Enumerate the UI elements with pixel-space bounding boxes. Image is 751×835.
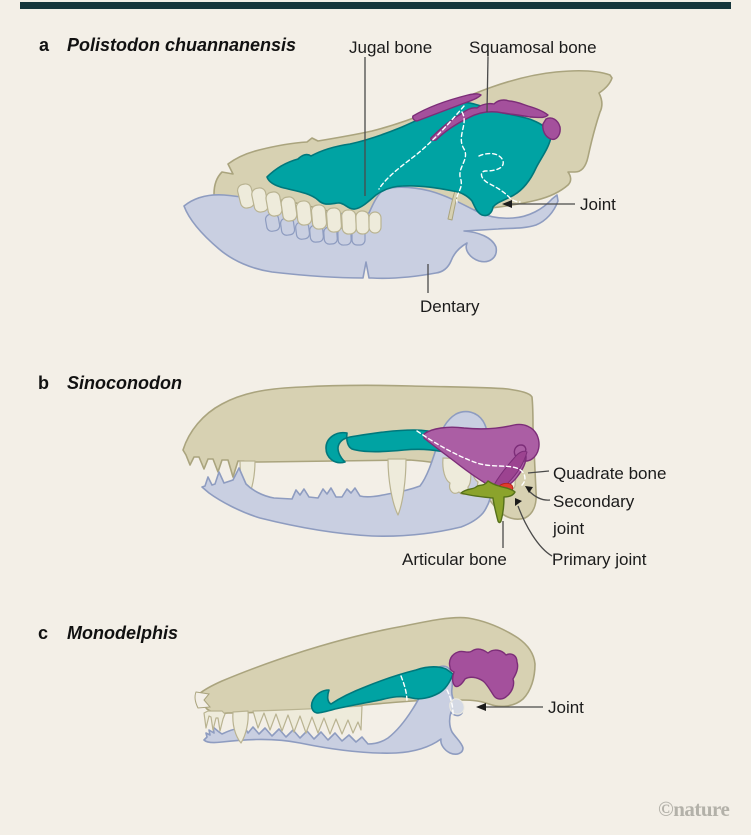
squamosal-leader [486,56,489,113]
label-dentary: Dentary [420,297,480,316]
purple-blob-a [542,117,561,141]
upper-molars-c [252,705,363,735]
lower-teeth-a [264,213,366,246]
top-rule [20,2,731,9]
panel-a-letter: a [39,35,50,55]
squamosal-strip-a [430,99,549,142]
upper-incisors-c [203,710,226,732]
quadrate-leader [527,470,550,474]
label-primary-joint: Primary joint [552,550,647,569]
dentary-b [201,410,494,537]
panel-c-species: Monodelphis [67,623,178,643]
suture-dash-a1 [378,105,465,190]
skull-b [182,384,540,537]
label-quadrate-bone: Quadrate bone [553,464,667,483]
label-articular-bone: Articular bone [402,550,507,569]
secondary-joint-arrowhead [525,486,533,493]
nature-watermark: ©nature [658,797,730,821]
label-jugal-bone: Jugal bone [349,38,433,57]
suture-dash-a2 [455,111,467,203]
secondary-joint-leader [528,490,551,501]
panel-b-species: Sinoconodon [67,373,182,393]
zygomatic-teal-c [310,666,454,714]
skull-c [194,616,536,755]
primary-joint-arrowhead [515,498,522,506]
suture-dash-b [416,430,526,487]
panel-b-letter: b [38,373,49,393]
skull-a [183,69,613,280]
nasal-notch-c [194,691,212,709]
panel-c-letter: c [38,623,49,643]
label-squamosal-bone: Squamosal bone [469,38,597,57]
suture-dash-c2 [446,689,454,715]
label-joint-a: Joint [580,195,616,214]
upper-canine-c [232,710,249,744]
primary-joint-leader [517,505,553,557]
jugal-squamosal-teal-a [266,101,552,217]
joint-c-arrowhead [476,703,486,711]
purple-sliver-a [412,93,482,122]
panel-a-species: Polistodon chuannanensis [67,35,297,55]
label-joint-c: Joint [548,698,584,717]
suture-dash-a3 [478,152,521,203]
leader-lines [364,56,575,711]
upper-teeth-a [236,183,382,235]
joint-a-arrowhead [502,200,512,208]
upper-canine-b [387,458,407,516]
articular-bone-b [460,480,516,524]
label-secondary-joint: Secondary joint [553,492,635,539]
squamosal-c [448,648,519,700]
suture-dash-c1 [400,675,408,703]
